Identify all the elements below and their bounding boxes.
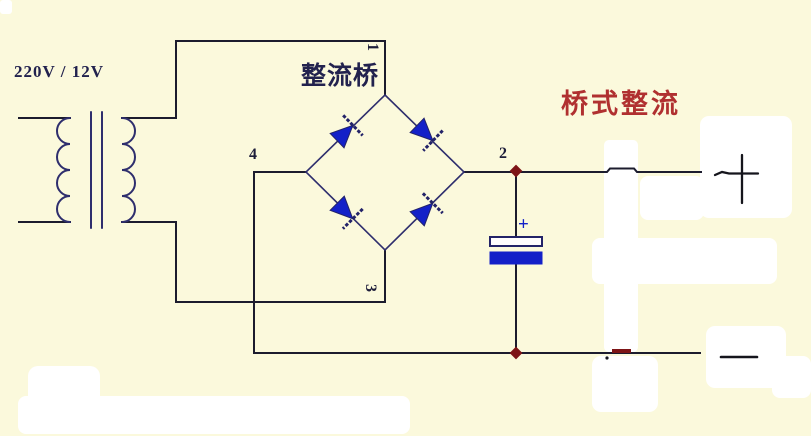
terminal-label-2: 2: [499, 145, 507, 162]
terminal-label-3: 3: [362, 284, 379, 292]
wire-node2-top-rail: [463, 167, 702, 173]
wire-secondary-to-node1: [121, 40, 386, 119]
electrolytic-capacitor: [489, 236, 543, 265]
erasure-patch: [700, 116, 792, 218]
red-wire-mark: [612, 349, 631, 353]
erasure-patch: [640, 176, 704, 220]
terminal-label-4: 4: [249, 146, 257, 163]
bottom-rail-marks: [605, 349, 631, 360]
capacitor-bottom-plate: [489, 251, 543, 265]
diode: [329, 114, 364, 149]
capacitor-top-plate: [489, 236, 543, 247]
positive-terminal-icon: [713, 153, 760, 205]
diode: [409, 117, 444, 152]
diode: [329, 195, 364, 230]
erasure-patch: [18, 396, 410, 434]
terminal-label-1: 1: [364, 43, 381, 51]
junction-dot: [509, 164, 523, 178]
transformer-primary-coil: [56, 117, 71, 223]
wire-secondary-to-node3: [121, 221, 386, 303]
capacitor-polarity-label: +: [518, 214, 529, 235]
transformer-ratio-label: 220V / 12V: [14, 62, 104, 81]
junction-dot: [509, 346, 523, 360]
transformer-secondary-coil: [121, 117, 136, 223]
wires: [18, 40, 702, 354]
erasure-patch: [592, 238, 777, 284]
output-terminals: [713, 153, 760, 359]
erasure-patch: [772, 356, 811, 398]
transformer: [56, 111, 136, 229]
wire-node4-to-bottom-rail: [253, 171, 307, 354]
erasure-patch: [0, 0, 12, 14]
diagram-title: 桥式整流: [561, 89, 681, 119]
rectifier-bridge-label: 整流桥: [301, 63, 380, 90]
stray-dot: [605, 356, 609, 360]
bridge-diamond-edges: [304, 93, 466, 252]
erasure-patch: [592, 356, 658, 412]
rectifier-bridge: [304, 93, 466, 252]
diode: [409, 192, 444, 227]
